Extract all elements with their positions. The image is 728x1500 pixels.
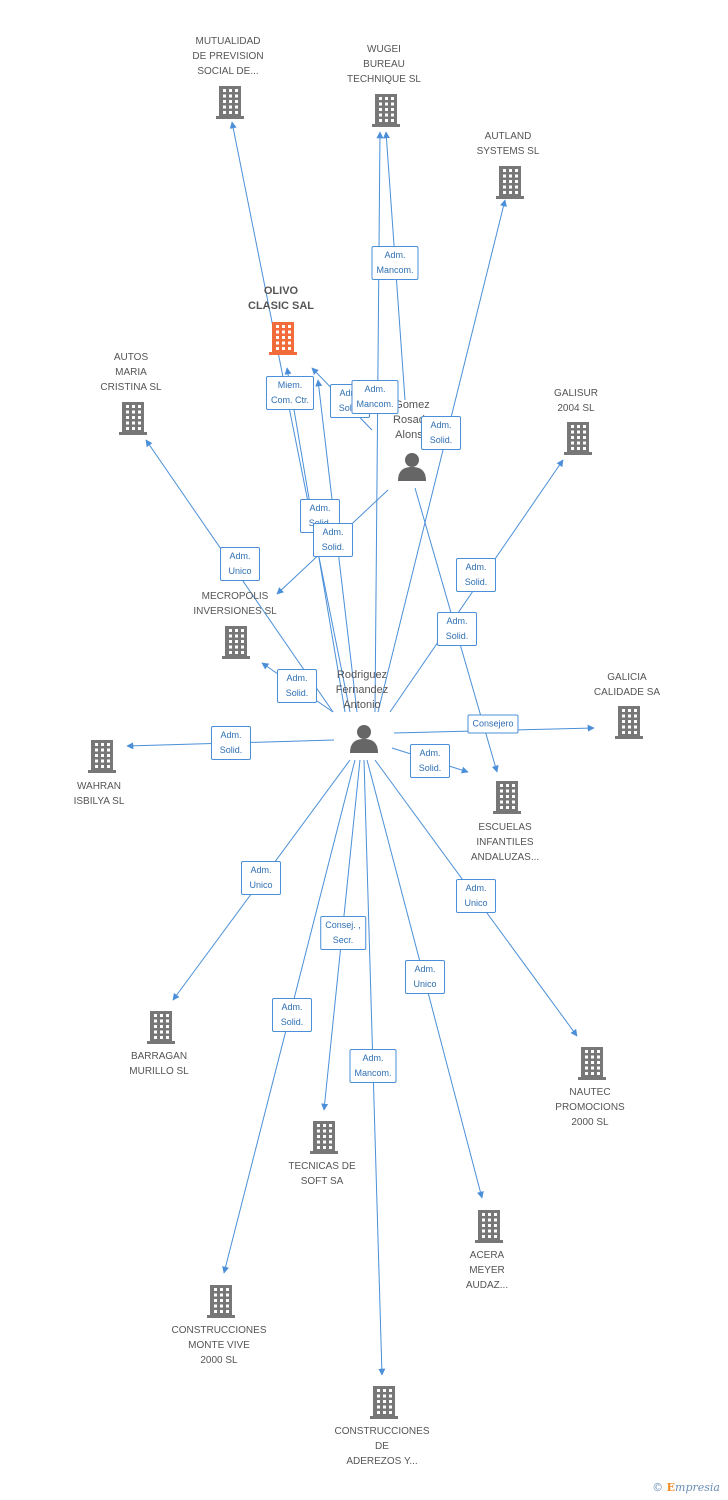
building-icon[interactable] (215, 84, 245, 125)
node-label-tecnicas[interactable]: TECNICAS DE SOFT SA (288, 1161, 356, 1187)
node-label-nautec[interactable]: NAUTEC PROMOCIONS 2000 SL (555, 1087, 625, 1128)
edge-rodriguez-to-autland (377, 199, 507, 713)
node-label-mecropolis[interactable]: MECROPOLIS INVERSIONES SL (193, 591, 277, 617)
edge-label[interactable]: Adm. Solid. (421, 416, 461, 450)
node-label-acera[interactable]: ACERA MEYER AUDAZ... (465, 1250, 509, 1291)
building-icon[interactable] (206, 1283, 236, 1324)
building-icon[interactable] (614, 704, 644, 745)
brand-name: mpresia (675, 1481, 720, 1494)
edge-label[interactable]: Adm. Solid. (437, 612, 477, 646)
edge-label[interactable]: Adm. Unico (220, 547, 260, 581)
edge-label[interactable]: Adm. Solid. (313, 523, 353, 557)
node-label-autland[interactable]: AUTLAND SYSTEMS SL (476, 131, 540, 157)
edge-label[interactable]: Adm. Unico (241, 861, 281, 895)
empresia-brand-logo[interactable]: © Empresia (652, 1481, 720, 1494)
building-icon[interactable] (369, 1384, 399, 1425)
edge-rodriguez-to-wugei (374, 131, 384, 713)
node-label-wahran[interactable]: WAHRAN ISBILYA SL (73, 781, 125, 807)
node-label-olivo[interactable]: OLIVO CLASIC SAL (248, 285, 314, 312)
building-icon[interactable] (146, 1009, 176, 1050)
edge-label[interactable]: Consej. , Secr. (320, 916, 366, 950)
building-icon[interactable] (87, 738, 117, 779)
edge-label[interactable]: Adm. Solid. (456, 558, 496, 592)
person-icon[interactable] (396, 450, 428, 487)
edge-label[interactable]: Adm. Solid. (410, 744, 450, 778)
building-icon[interactable] (492, 779, 522, 820)
brand-initial: E (666, 1481, 676, 1494)
building-icon[interactable] (221, 624, 251, 665)
node-label-galisur[interactable]: GALISUR 2004 SL (554, 388, 598, 414)
copyright-symbol: © (652, 1481, 664, 1494)
edge-rodriguez-to-mutualidad (229, 121, 351, 713)
building-icon[interactable] (563, 420, 593, 461)
node-label-rodriguez[interactable]: Rodriguez Fernandez Antonio (335, 669, 389, 711)
node-label-autos[interactable]: AUTOS MARIA CRISTINA SL (100, 352, 162, 393)
edge-label[interactable]: Consejero (467, 714, 519, 734)
edge-label[interactable]: Miem. Com. Ctr. (265, 376, 315, 410)
building-icon[interactable] (577, 1045, 607, 1086)
edge-label[interactable]: Adm. Unico (456, 879, 496, 913)
node-label-mutualidad[interactable]: MUTUALIDAD DE PREVISION SOCIAL DE... (192, 36, 264, 77)
building-icon[interactable] (495, 164, 525, 205)
building-icon[interactable] (474, 1208, 504, 1249)
building-icon[interactable] (118, 400, 148, 441)
person-icon[interactable] (348, 722, 380, 759)
edge-label[interactable]: Adm. Mancom. (349, 1049, 397, 1083)
node-label-aderezos[interactable]: CONSTRUCCIONES DE ADEREZOS Y... (334, 1426, 430, 1467)
node-label-galicia[interactable]: GALICIA CALIDADE SA (593, 672, 661, 698)
edge-label[interactable]: Adm. Solid. (277, 669, 317, 703)
node-label-wugei[interactable]: WUGEI BUREAU TECHNIQUE SL (347, 44, 421, 85)
building-icon[interactable] (371, 92, 401, 133)
building-icon[interactable] (268, 320, 298, 361)
edge-label[interactable]: Adm. Solid. (272, 998, 312, 1032)
edge-label[interactable]: Adm. Unico (405, 960, 445, 994)
node-label-escuelas[interactable]: ESCUELAS INFANTILES ANDALUZAS... (470, 822, 540, 863)
node-label-monte[interactable]: CONSTRUCCIONES MONTE VIVE 2000 SL (171, 1325, 267, 1366)
edge-label[interactable]: Adm. Mancom. (351, 380, 399, 414)
node-label-barragan[interactable]: BARRAGAN MURILLO SL (129, 1051, 189, 1077)
building-icon[interactable] (309, 1119, 339, 1160)
edge-label[interactable]: Adm. Solid. (211, 726, 251, 760)
edge-label[interactable]: Adm. Mancom. (371, 246, 419, 280)
